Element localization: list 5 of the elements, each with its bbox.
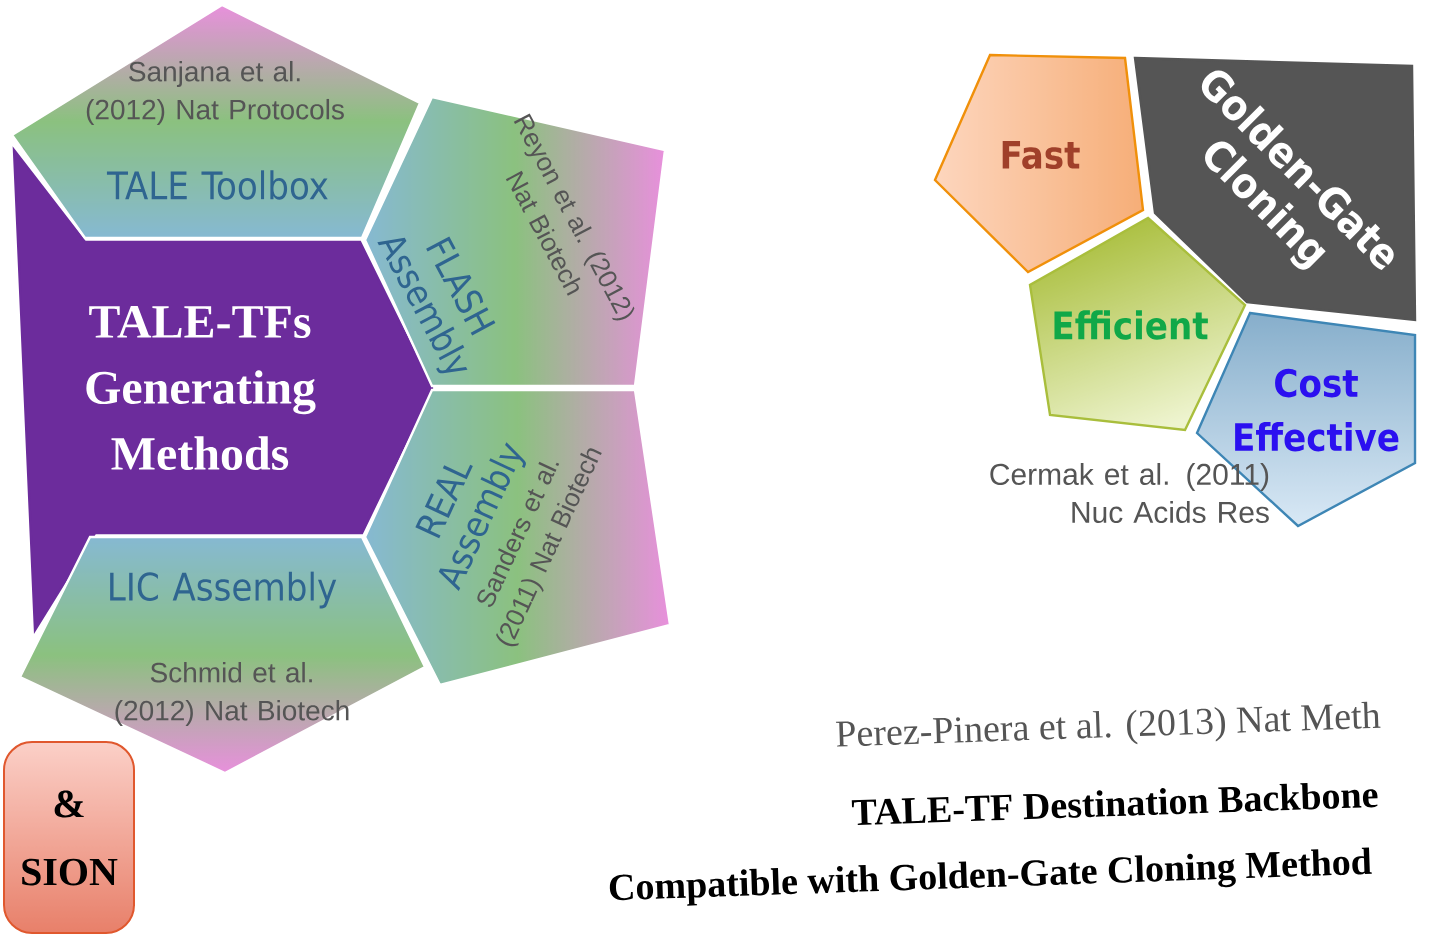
rounded-box: & SION — [3, 741, 135, 934]
citation-text: Perez-Pinera et al. (2013) Nat Meth — [835, 701, 1381, 747]
pentagon: Fast — [933, 53, 1145, 274]
citation-text: TALE-TF Destination Backbone — [851, 782, 1378, 825]
citation-text: Compatible with Golden-Gate Cloning Method — [609, 847, 1372, 906]
